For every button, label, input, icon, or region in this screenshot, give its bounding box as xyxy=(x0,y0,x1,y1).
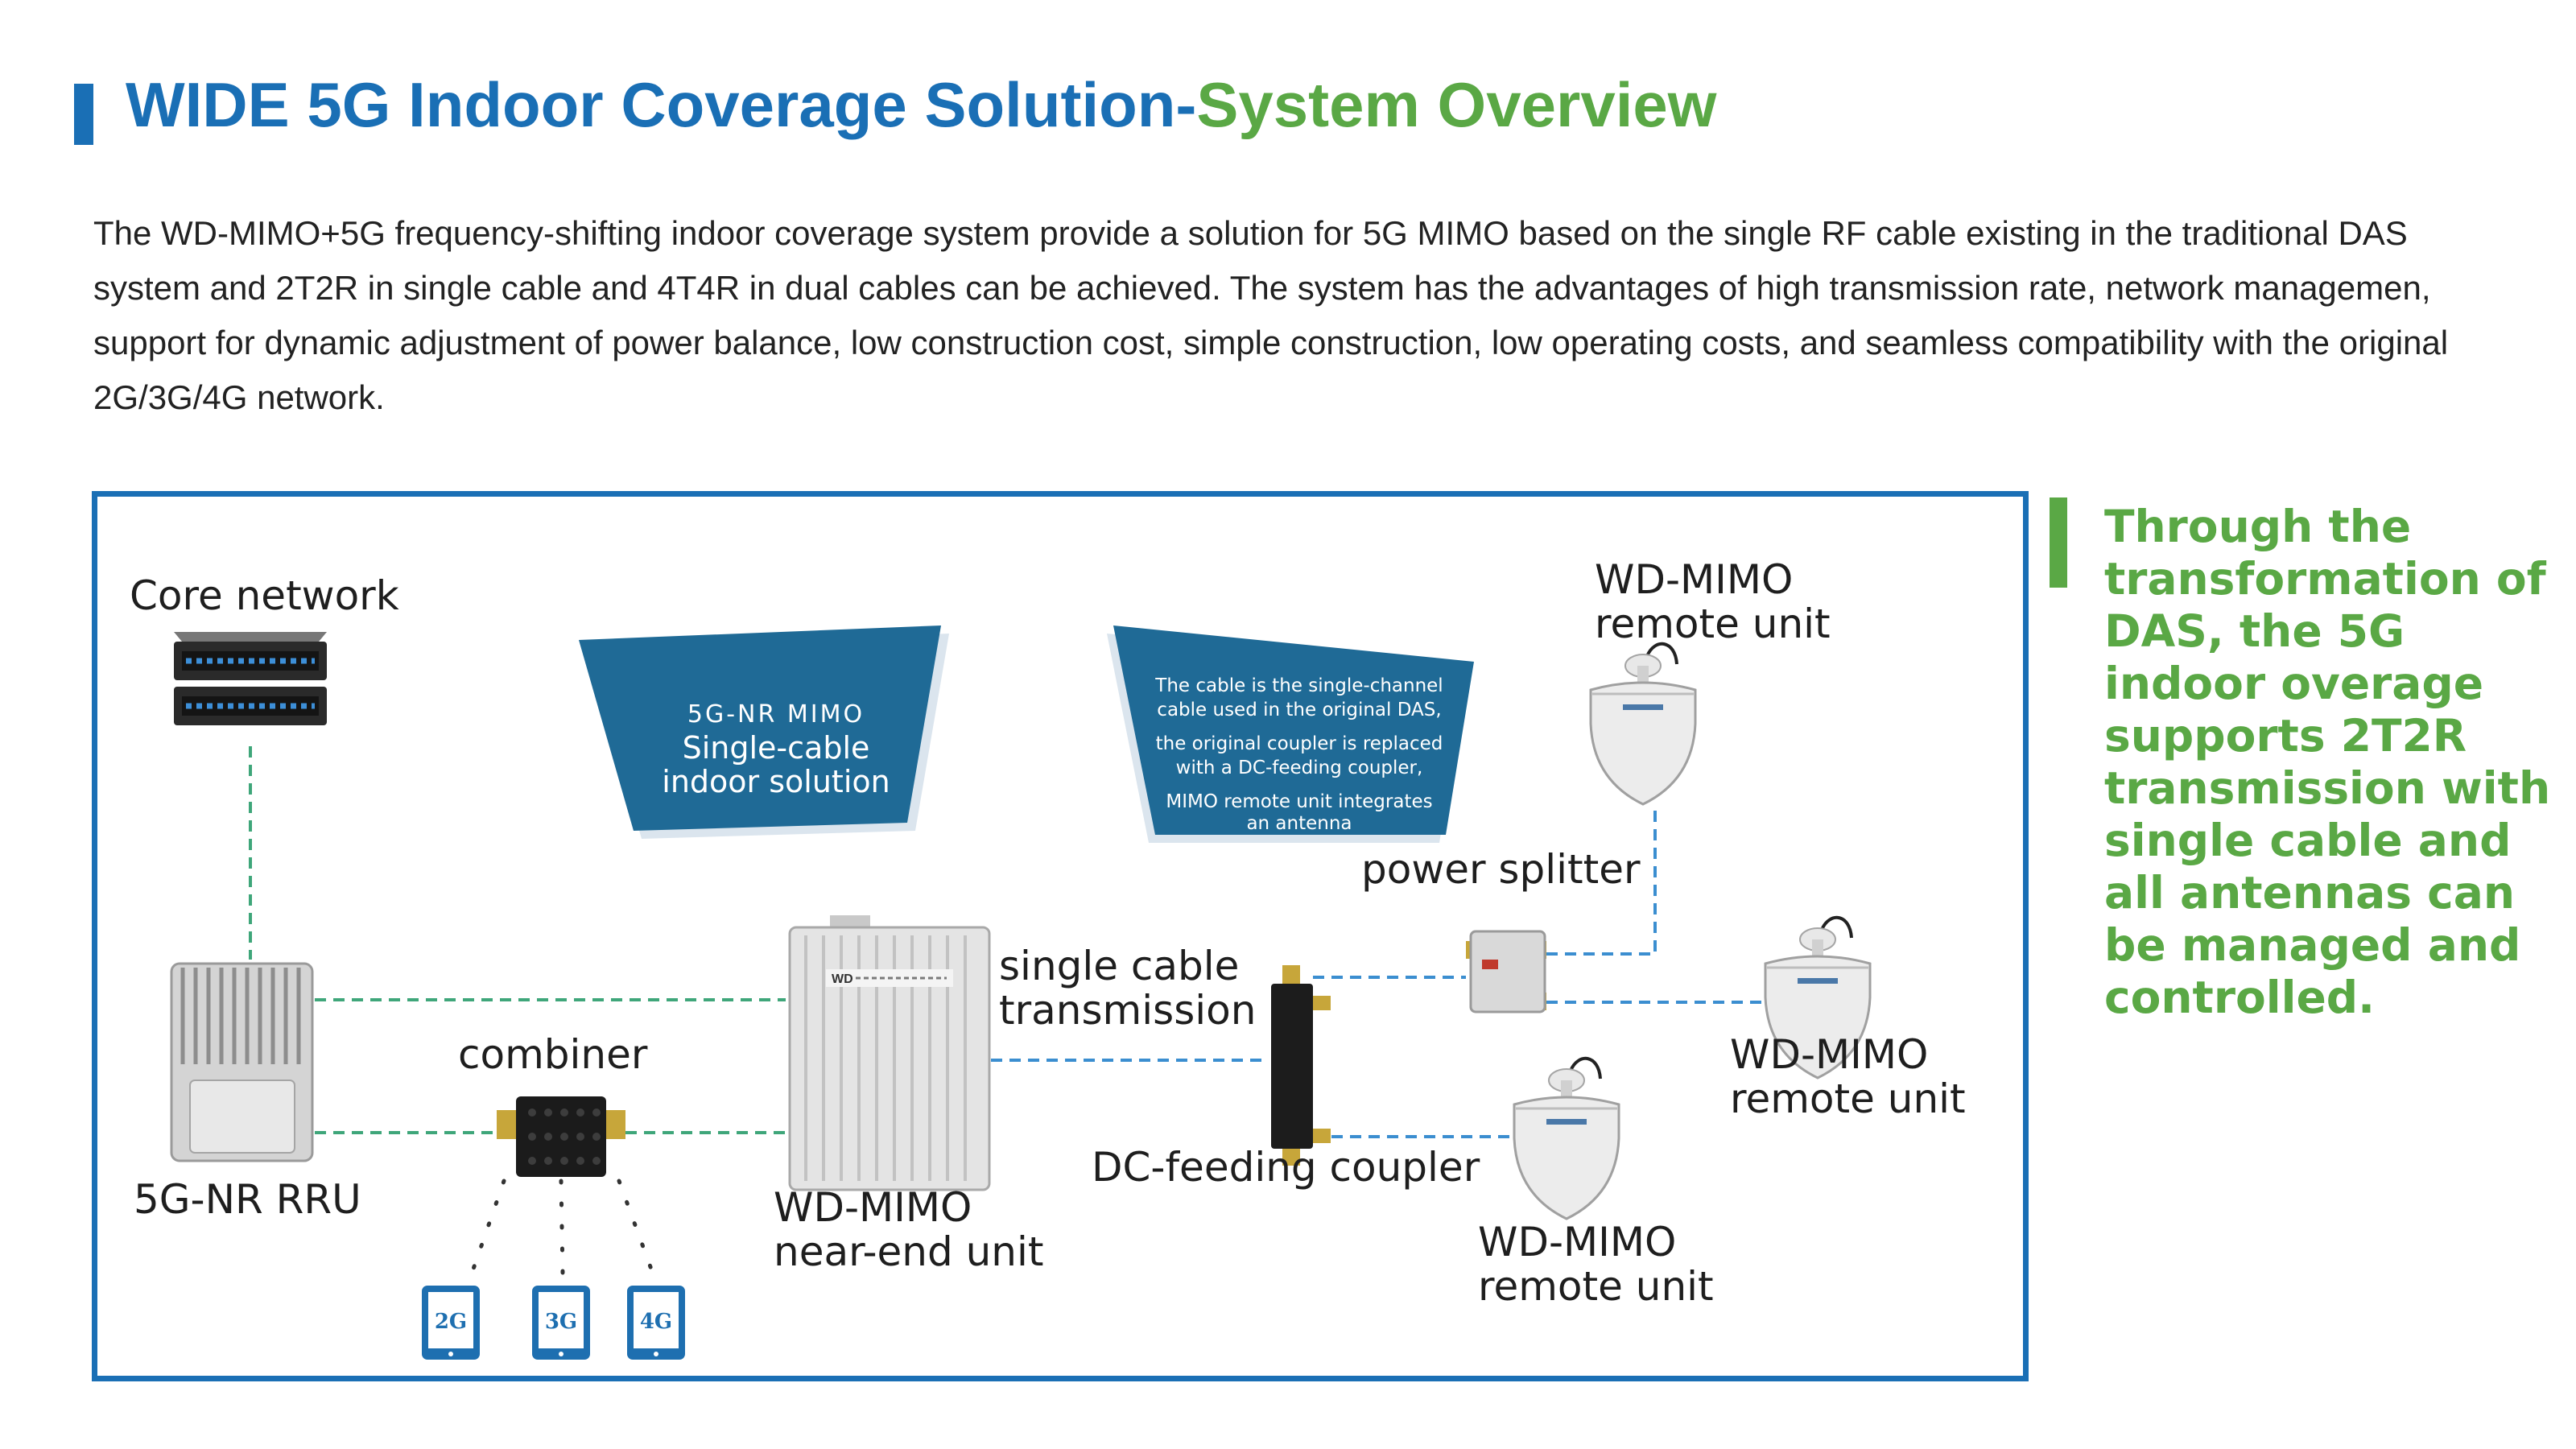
near-end-brand-label: WD xyxy=(832,972,853,986)
near-end-unit-icon: WD xyxy=(788,915,991,1191)
label-near-end-line2: near-end unit xyxy=(774,1228,1043,1275)
device-3g-icon: 3G xyxy=(532,1286,590,1360)
label-power-splitter: power splitter xyxy=(1361,846,1641,893)
system-diagram: Core network 5G-NR RRU combiner 2G xyxy=(92,491,2029,1381)
intro-paragraph: The WD-MIMO+5G frequency-shifting indoor… xyxy=(93,214,2449,416)
card-notes-line1: The cable is the single-channel xyxy=(1154,675,1443,696)
link-combiner-4g xyxy=(617,1179,655,1276)
core-network-icon xyxy=(174,632,327,725)
remote-unit-2-icon xyxy=(1764,915,1872,1080)
remote-unit-3-icon xyxy=(1513,1056,1620,1220)
diagram-canvas: Core network 5G-NR RRU combiner 2G xyxy=(130,556,1966,1360)
card-notes-line5: MIMO remote unit integrates xyxy=(1166,791,1432,812)
label-remote-2-line1: WD-MIMO xyxy=(1730,1031,1928,1078)
card-solution-line1: 5G-NR MIMO xyxy=(687,700,865,729)
info-card-notes: The cable is the single-channel cable us… xyxy=(1107,625,1474,843)
label-rru: 5G-NR RRU xyxy=(134,1176,361,1223)
label-core-network: Core network xyxy=(130,572,399,619)
remote-unit-1-icon xyxy=(1589,642,1697,806)
device-4g-label: 4G xyxy=(640,1310,672,1334)
card-notes-line6: an antenna xyxy=(1246,813,1352,834)
power-splitter-icon xyxy=(1466,930,1546,1013)
device-2g-label: 2G xyxy=(435,1310,467,1334)
label-remote-3-line1: WD-MIMO xyxy=(1478,1219,1676,1265)
side-note: Through the transformation of DAS, the 5… xyxy=(2104,501,2551,1023)
card-solution-line2: Single-cable xyxy=(683,730,870,766)
card-solution-line3: indoor solution xyxy=(662,764,890,799)
side-note-accent-bar xyxy=(2050,497,2067,588)
page-title-sub: System Overview xyxy=(1196,69,1717,140)
card-notes-line2: cable used in the original DAS, xyxy=(1157,700,1441,720)
link-combiner-3g xyxy=(559,1179,565,1276)
device-2g-icon: 2G xyxy=(422,1286,480,1360)
page-title: WIDE 5G Indoor Coverage Solution-System … xyxy=(126,68,1716,143)
card-notes-line4: with a DC-feeding coupler, xyxy=(1176,758,1423,778)
label-single-cable-line1: single cable xyxy=(999,943,1239,989)
label-combiner: combiner xyxy=(458,1031,648,1078)
link-splitter-remote1 xyxy=(1546,811,1657,956)
label-remote-3-line2: remote unit xyxy=(1478,1263,1714,1310)
title-accent-bar xyxy=(74,84,93,145)
label-remote-1-line2: remote unit xyxy=(1595,601,1831,647)
info-card-solution: 5G-NR MIMO Single-cable indoor solution xyxy=(579,625,949,839)
label-near-end-line1: WD-MIMO xyxy=(774,1184,972,1231)
label-dc-coupler: DC-feeding coupler xyxy=(1092,1144,1480,1191)
device-4g-icon: 4G xyxy=(627,1286,685,1360)
rru-icon xyxy=(170,962,314,1162)
device-3g-label: 3G xyxy=(545,1310,577,1334)
combiner-icon xyxy=(497,1096,625,1177)
card-notes-line3: the original coupler is replaced xyxy=(1156,733,1443,754)
link-combiner-2g xyxy=(469,1179,506,1276)
page-title-main: WIDE 5G Indoor Coverage Solution- xyxy=(126,69,1197,140)
dc-coupler-icon xyxy=(1271,965,1331,1166)
label-remote-1-line1: WD-MIMO xyxy=(1595,556,1793,603)
label-single-cable-line2: transmission xyxy=(999,987,1256,1034)
label-remote-2-line2: remote unit xyxy=(1730,1075,1966,1122)
